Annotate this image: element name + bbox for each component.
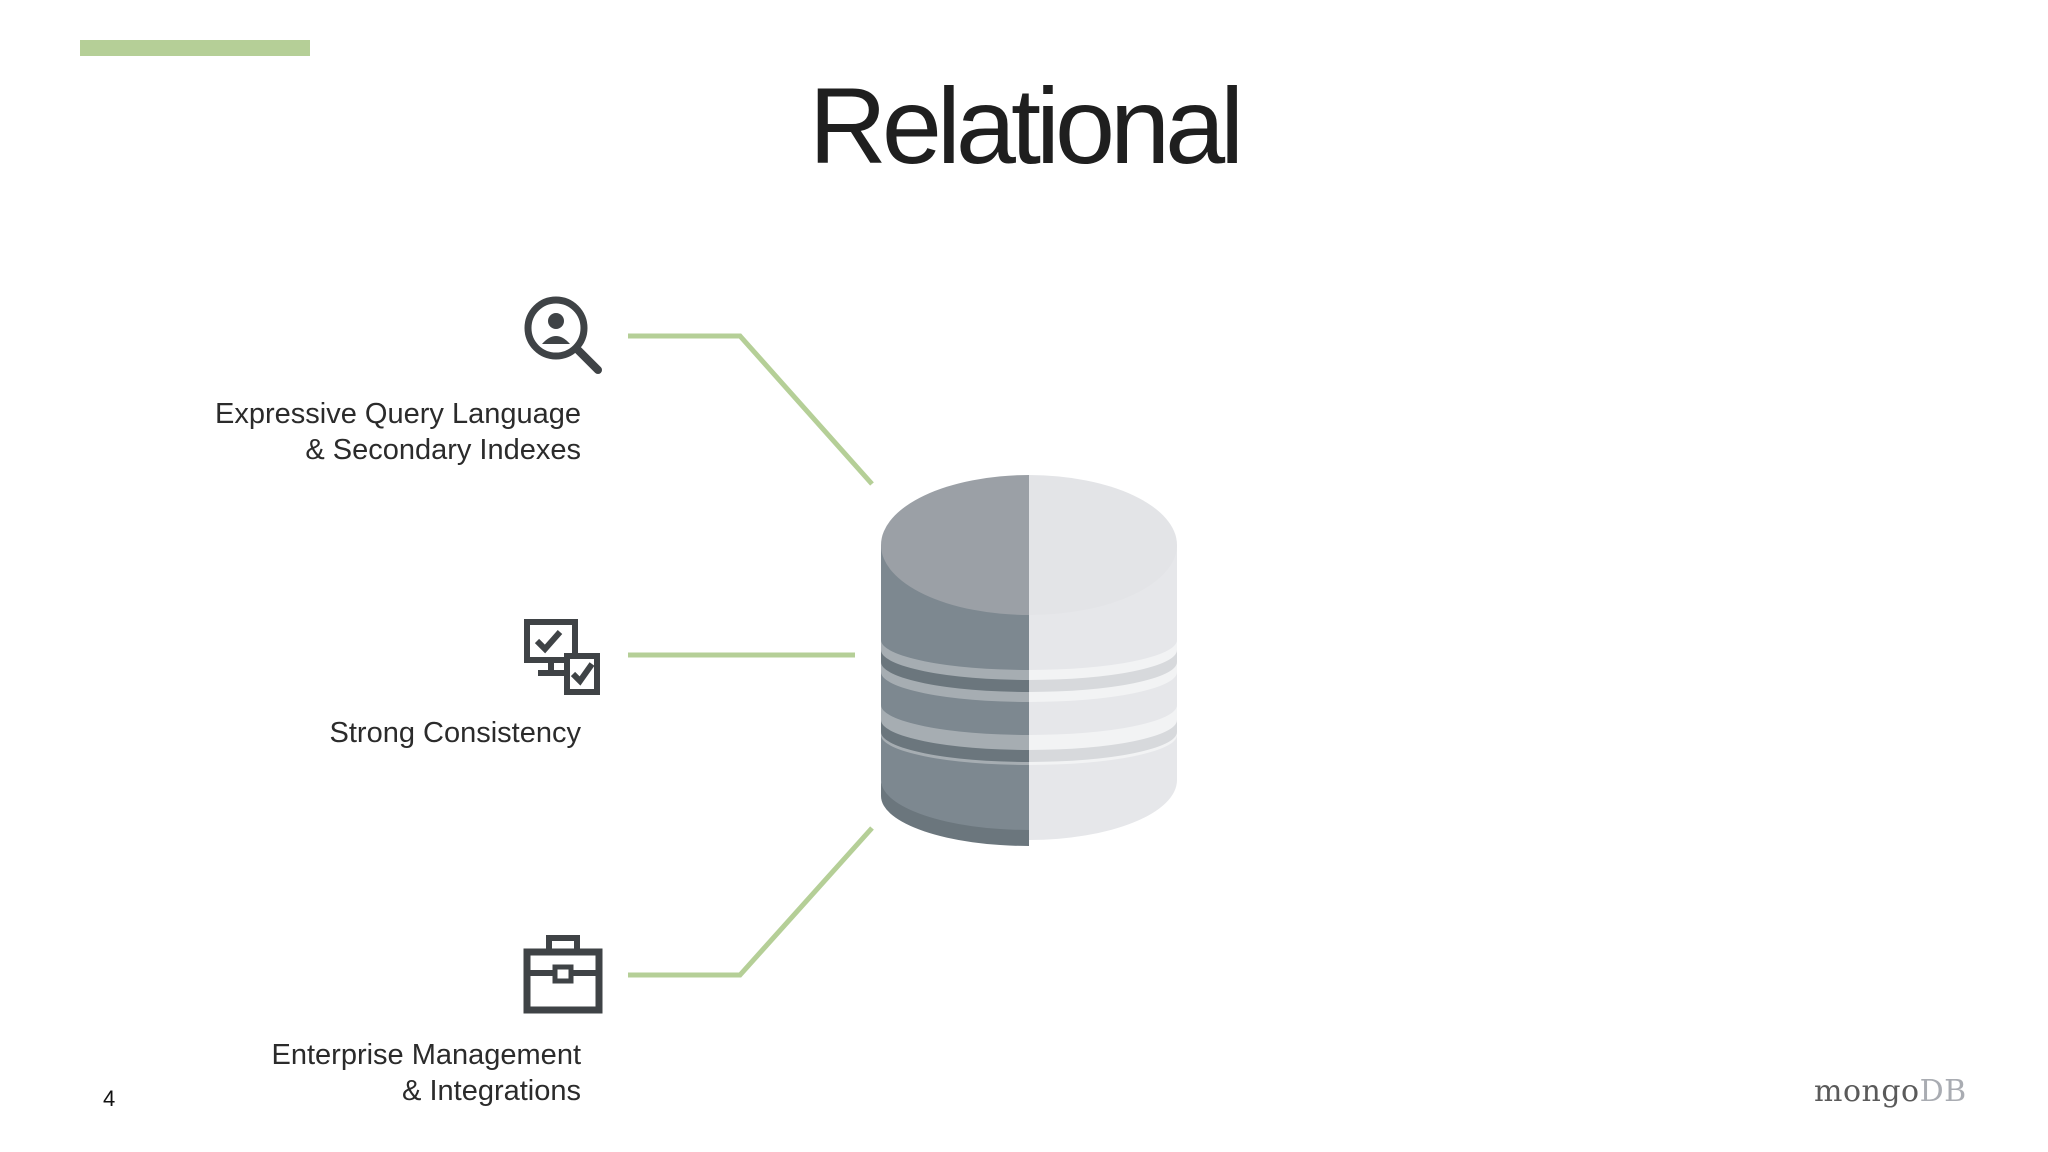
feature-label-consistency: Strong Consistency <box>329 717 581 749</box>
feature-label-query: Expressive Query Language & Secondary In… <box>215 398 581 466</box>
feature-label-enterprise: Enterprise Management & Integrations <box>271 1039 582 1107</box>
mongodb-logo: mongoDB <box>1814 1074 1967 1109</box>
accent-bar <box>80 40 310 56</box>
monitor-check-icon <box>524 619 600 695</box>
connector-line-query <box>628 333 874 486</box>
page-number: 4 <box>103 1086 116 1111</box>
connector-line-enterprise <box>628 826 874 978</box>
search-user-icon <box>524 296 602 374</box>
database-cylinder-icon <box>881 475 1177 846</box>
toolbox-icon <box>523 935 603 1014</box>
slide-title: Relational <box>808 65 1244 186</box>
